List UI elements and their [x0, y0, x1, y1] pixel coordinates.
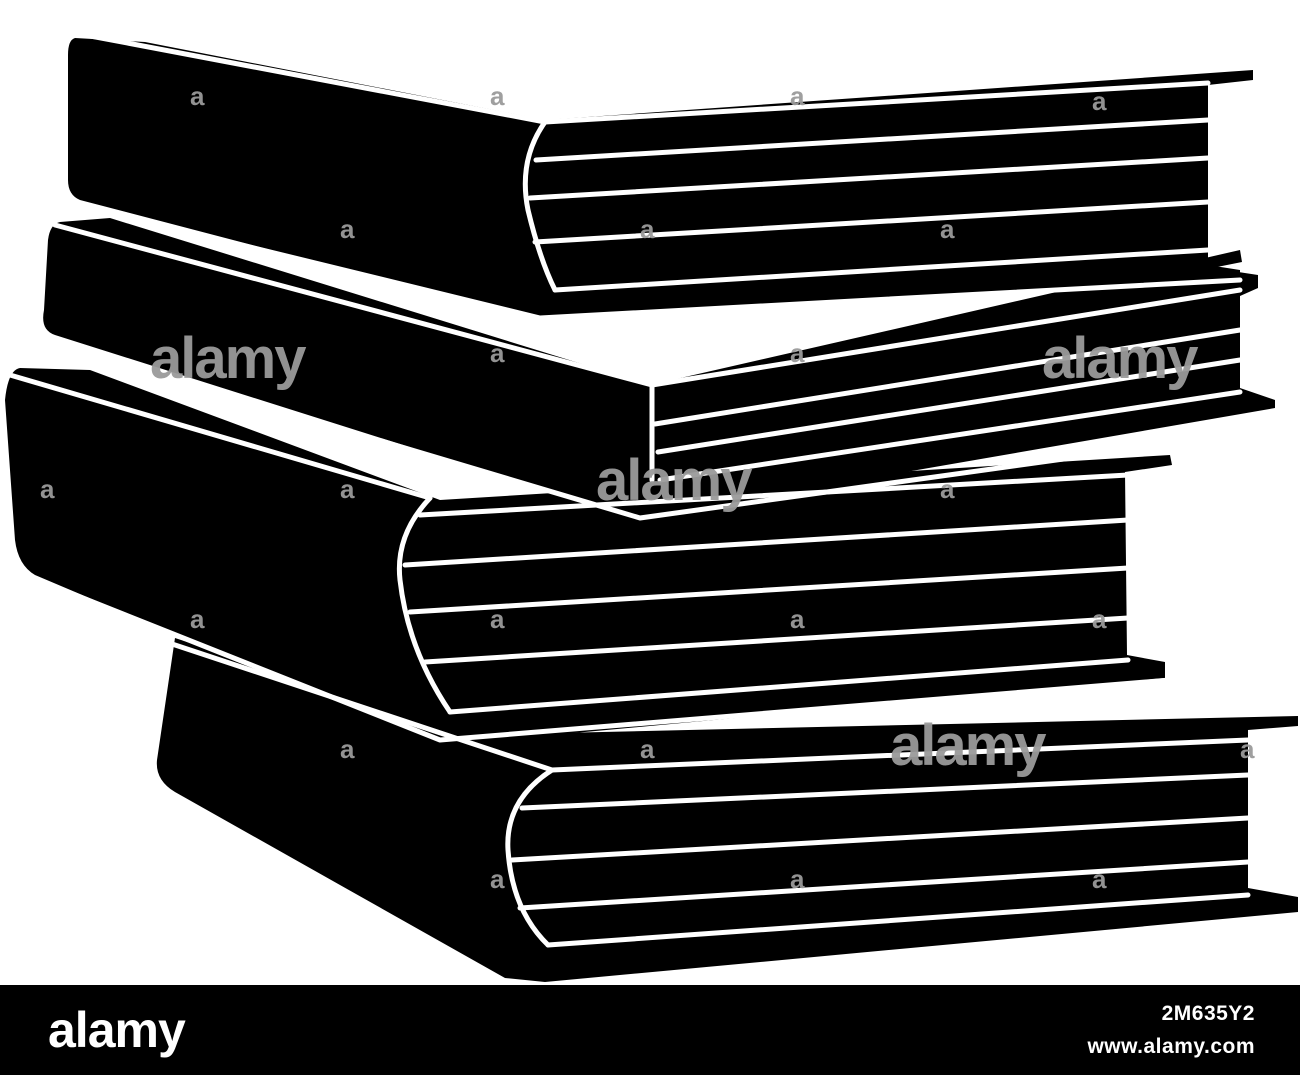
top-book-bottom-edge [75, 202, 1243, 321]
bottom-book-page-line [509, 815, 1251, 863]
book-third-cover [5, 368, 1172, 745]
top-book-page-line [552, 247, 1211, 293]
footer-brand-logo: alamy [48, 1002, 186, 1058]
third-book-spine-curve [396, 495, 453, 715]
footer-bar: alamy 2M635Y2 www.alamy.com [0, 985, 1300, 1075]
bottom-book-page-line [517, 859, 1251, 911]
watermark-letter: a [790, 338, 805, 368]
second-book-page-line [655, 357, 1243, 455]
top-book-spine-curve [522, 119, 558, 293]
site-url: www.alamy.com [1087, 1035, 1255, 1058]
top-book-page-line [533, 117, 1211, 163]
watermark-letter: a [490, 864, 505, 894]
third-book-bottom-edge [22, 572, 1173, 743]
watermark-logo: alamy [890, 713, 1046, 778]
bottom-book-page-line [549, 737, 1251, 773]
book-second-cover [43, 218, 1276, 518]
second-book-spine-edge [52, 222, 655, 388]
watermark-letter: a [940, 214, 955, 244]
watermark-letter: a [190, 81, 205, 111]
second-book-page-line [652, 327, 1243, 427]
third-book-spine-edge [7, 372, 433, 501]
image-id: 2M635Y2 [1161, 1002, 1255, 1025]
watermark-letter: a [790, 864, 805, 894]
watermark-letter: a [340, 214, 355, 244]
top-book-spine-edge [82, 32, 548, 125]
third-book-page-line [447, 657, 1131, 715]
watermark-letter: a [490, 604, 505, 634]
second-book-bottom-edge [39, 337, 1203, 521]
watermark-letter: a [190, 604, 205, 634]
third-book-page-line [407, 565, 1131, 615]
watermark-letter: a [1092, 604, 1107, 634]
bottom-book-spine-curve [505, 767, 555, 948]
watermark-letter: a [40, 474, 55, 504]
watermark-letter: a [640, 734, 655, 764]
book-stack-illustration: alamy alamy alamy alamy a a a a a a a a … [5, 32, 1299, 982]
bottom-book-spine-edge [157, 637, 555, 773]
top-book-page-line [527, 155, 1211, 201]
watermark-letter: a [1240, 734, 1255, 764]
bottom-book-page-line [519, 772, 1251, 811]
watermark-letter: a [1092, 86, 1107, 116]
watermark-letter: a [340, 474, 355, 504]
watermark-letter: a [640, 214, 655, 244]
watermark-letter: a [340, 734, 355, 764]
watermark-letter: a [1092, 864, 1107, 894]
book-top-cover [68, 38, 1253, 318]
watermark-letter: a [490, 338, 505, 368]
bottom-book-page-line [545, 892, 1251, 948]
third-book-page-line [417, 472, 1131, 518]
watermark-letter: a [790, 604, 805, 634]
third-book-page-line [422, 615, 1131, 665]
watermark-logo: alamy [1042, 326, 1198, 391]
book-bottom-cover [156, 638, 1299, 982]
top-book-page-line [532, 199, 1211, 245]
watermark-letter: a [790, 81, 805, 111]
watermark-logo: alamy [596, 448, 752, 513]
watermark-letter: a [940, 474, 955, 504]
watermark-logo: alamy [150, 326, 306, 391]
third-book-page-line [402, 517, 1131, 568]
second-book-page-line [657, 389, 1243, 483]
top-book-page-line [542, 80, 1211, 125]
second-book-page-line [649, 287, 1243, 388]
watermark-letter: a [490, 81, 505, 111]
